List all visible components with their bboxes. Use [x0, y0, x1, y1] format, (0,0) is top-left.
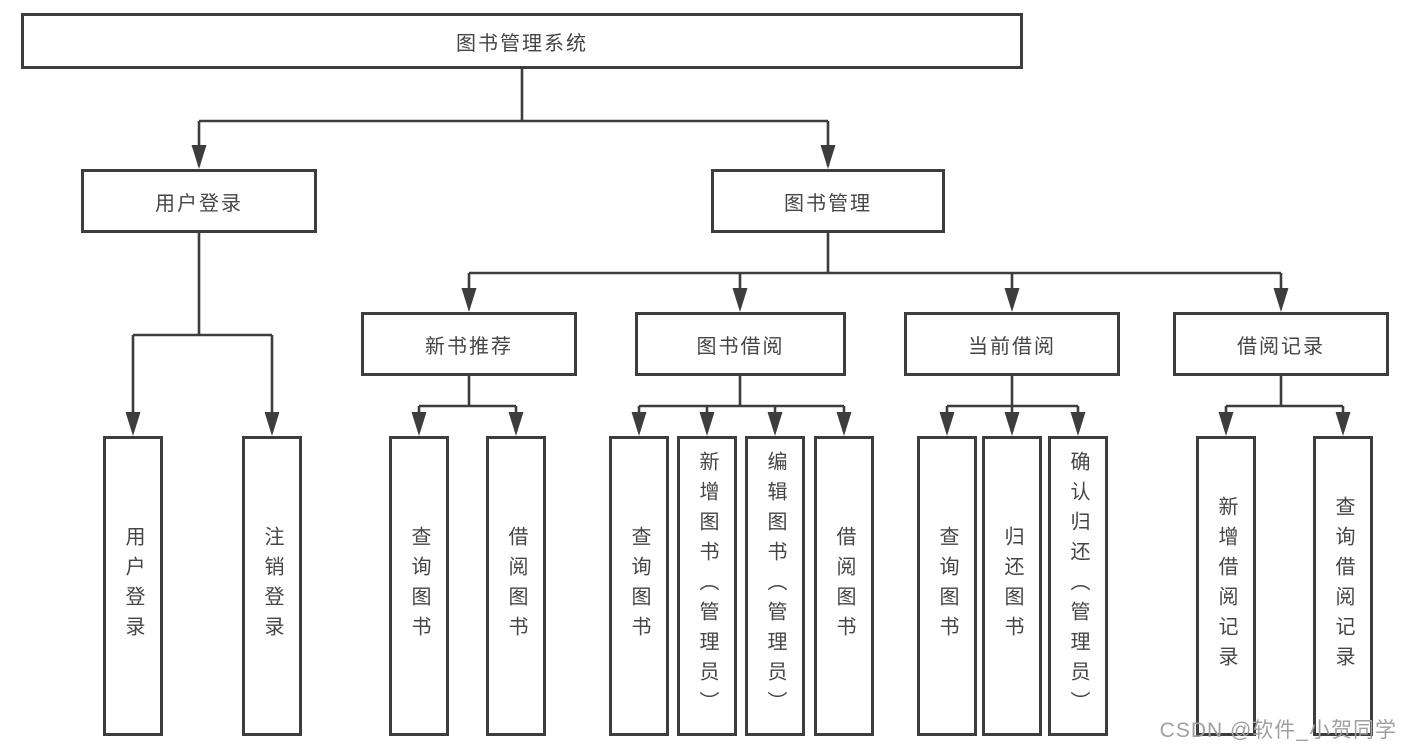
arrowhead	[411, 412, 427, 436]
connector-new-book-children	[417, 376, 518, 432]
arrowhead	[732, 288, 748, 312]
node-borrow-record: 借阅记录	[1173, 312, 1389, 376]
node-leaf-add-borrow-record: 新增借阅记录	[1196, 436, 1256, 736]
arrowhead	[631, 412, 647, 436]
arrowhead	[1004, 288, 1020, 312]
node-leaf-return-book: 归还图书	[982, 436, 1042, 736]
arrowhead	[1273, 288, 1289, 312]
arrowhead	[699, 412, 715, 436]
arrowhead	[820, 145, 836, 169]
node-leaf-confirm-return-admin: 确认归还（管理员）	[1048, 436, 1108, 736]
node-book-borrow: 图书借阅	[635, 312, 846, 376]
node-leaf-user-login: 用户登录	[103, 436, 163, 736]
node-leaf-edit-book-admin: 编辑图书（管理员）	[745, 436, 805, 736]
arrowhead	[191, 145, 207, 169]
connector-root-to-level2	[197, 69, 830, 166]
arrowhead	[508, 412, 524, 436]
arrowhead	[461, 288, 477, 312]
arrowhead	[1218, 412, 1234, 436]
arrowhead	[1070, 412, 1086, 436]
node-leaf-borrow-book: 借阅图书	[814, 436, 874, 736]
arrowhead	[939, 412, 955, 436]
node-leaf-borrow-books-recommend: 借阅图书	[486, 436, 546, 736]
node-leaf-add-book-admin: 新增图书（管理员）	[677, 436, 737, 736]
arrowhead	[264, 412, 280, 436]
node-leaf-logout: 注销登录	[242, 436, 302, 736]
arrowhead	[1335, 412, 1351, 436]
connector-book-borrow-children	[637, 376, 846, 432]
connector-borrow-record-children	[1224, 376, 1345, 432]
arrowhead	[125, 412, 141, 436]
csdn-watermark: CSDN @软件_小贺同学	[1159, 719, 1397, 742]
arrowhead	[767, 412, 783, 436]
node-book-management: 图书管理	[711, 169, 945, 233]
arrowhead	[1004, 412, 1020, 436]
node-current-borrow: 当前借阅	[904, 312, 1120, 376]
node-leaf-query-books-borrow: 查询图书	[609, 436, 669, 736]
node-leaf-query-current-borrow: 查询图书	[917, 436, 977, 736]
node-leaf-query-borrow-record: 查询借阅记录	[1313, 436, 1373, 736]
arrowhead	[836, 412, 852, 436]
node-new-book-recommend: 新书推荐	[361, 312, 577, 376]
connector-book-management-to-level3	[467, 233, 1283, 308]
node-leaf-query-books-recommend: 查询图书	[389, 436, 449, 736]
connector-user-login-children	[131, 233, 274, 432]
node-library-management-system: 图书管理系统	[21, 13, 1023, 69]
node-user-login: 用户登录	[81, 169, 317, 233]
